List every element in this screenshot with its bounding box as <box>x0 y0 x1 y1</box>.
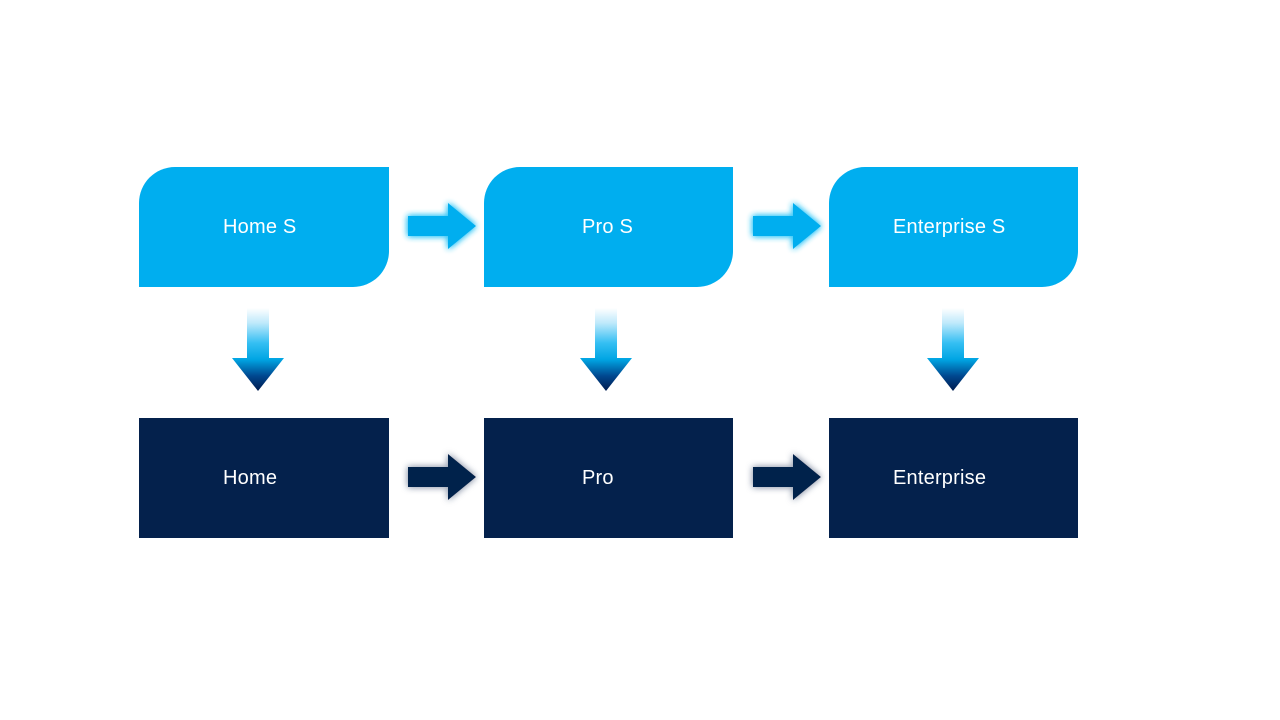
node-home[interactable]: Home <box>139 418 389 538</box>
node-enterprise-s-label: Enterprise S <box>893 216 1006 238</box>
node-home-label: Home <box>223 467 278 489</box>
node-pro[interactable]: Pro <box>484 418 733 538</box>
node-enterprise-s[interactable]: Enterprise S <box>829 167 1078 287</box>
node-enterprise[interactable]: Enterprise <box>829 418 1078 538</box>
node-enterprise-label: Enterprise <box>893 467 987 489</box>
arrow-home-s-to-pro-s <box>404 199 480 253</box>
arrow-pro-to-enterprise <box>749 450 825 504</box>
node-pro-label: Pro <box>582 467 614 489</box>
node-home-s-label: Home S <box>223 216 297 238</box>
arrow-pro-s-to-pro <box>579 308 633 392</box>
arrow-pro-s-to-enterprise-s <box>749 199 825 253</box>
arrow-home-s-to-home <box>231 308 285 392</box>
node-pro-s-label: Pro S <box>582 216 634 238</box>
arrow-enterprise-s-to-enterprise <box>926 308 980 392</box>
arrow-home-to-pro <box>404 450 480 504</box>
node-pro-s[interactable]: Pro S <box>484 167 733 287</box>
node-home-s[interactable]: Home S <box>139 167 389 287</box>
